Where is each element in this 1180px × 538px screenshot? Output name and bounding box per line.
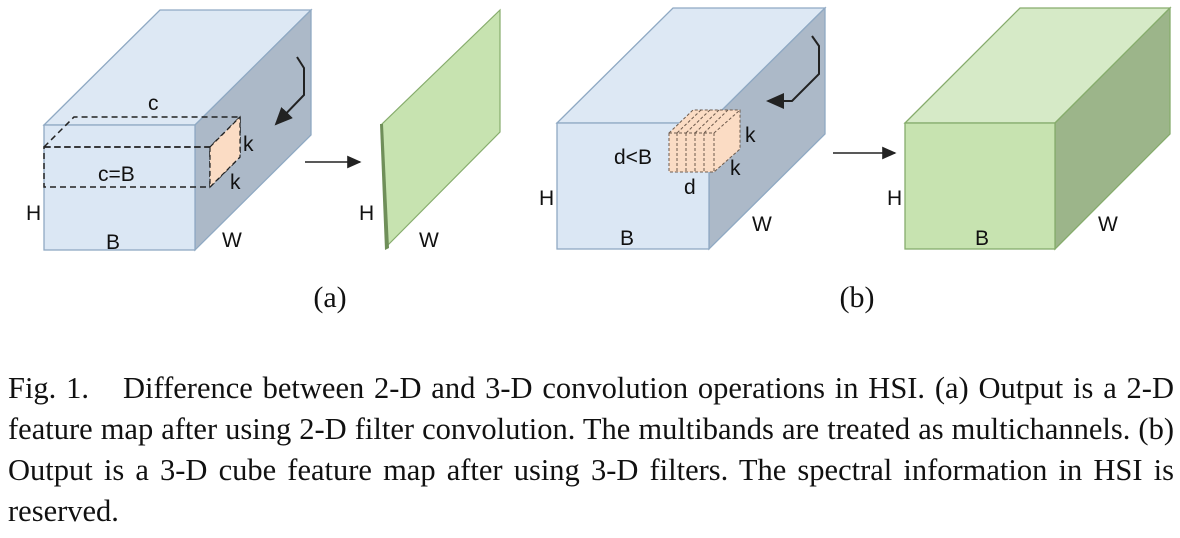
figure-caption: Fig. 1.Difference between 2-D and 3-D co… <box>8 368 1174 532</box>
label-k: k <box>730 157 741 180</box>
filter-3d-stack <box>668 109 741 173</box>
subcaption-a: (a) <box>313 281 346 314</box>
output-sheet-edge <box>380 124 389 250</box>
label-w: W <box>419 229 439 252</box>
label-w: W <box>1098 213 1118 236</box>
output-cube-3d <box>903 6 1172 251</box>
convolution-diagram: c c=B k k H B W H W (a) <box>26 6 1172 314</box>
label-c: c <box>148 92 159 115</box>
filter-2d-a <box>42 115 242 189</box>
filter-patch <box>209 115 241 189</box>
subcaption-b: (b) <box>840 281 875 314</box>
label-w: W <box>752 213 772 236</box>
input-cube-a <box>42 8 313 252</box>
output-sheet-face <box>380 8 501 249</box>
label-w: W <box>222 229 242 252</box>
label-h: H <box>539 187 554 210</box>
label-b: B <box>620 227 634 250</box>
label-h: H <box>26 202 41 225</box>
label-k: k <box>745 124 756 147</box>
output-cube-front <box>904 122 1056 250</box>
label-d: d <box>684 176 696 199</box>
label-h: H <box>359 202 374 225</box>
label-b: B <box>106 231 120 254</box>
label-h: H <box>887 187 902 210</box>
label-k: k <box>230 171 241 194</box>
filter-slice-divider <box>676 109 702 134</box>
filter-slice-divider <box>713 109 741 134</box>
filter-slice-divider <box>685 109 711 134</box>
filter-slice-divider <box>694 109 720 134</box>
caption-text: Difference between 2-D and 3-D convoluti… <box>8 371 1174 528</box>
label-k: k <box>243 133 254 156</box>
filter-slice-divider <box>703 109 729 134</box>
panel-a: c c=B k k H B W H W (a) <box>26 8 501 314</box>
label-c-equals-b: c=B <box>98 163 135 186</box>
scan-direction-arrow <box>766 35 820 109</box>
label-d-less-than-b: d<B <box>614 146 652 169</box>
cube-front-face <box>43 124 196 251</box>
figure-number: Fig. 1. <box>8 371 89 405</box>
scan-direction-arrow <box>274 56 305 126</box>
panel-b: d<B d k k H B W H B W (b) <box>539 6 1172 314</box>
label-b: B <box>975 227 989 250</box>
output-feature-map-2d <box>380 8 501 250</box>
